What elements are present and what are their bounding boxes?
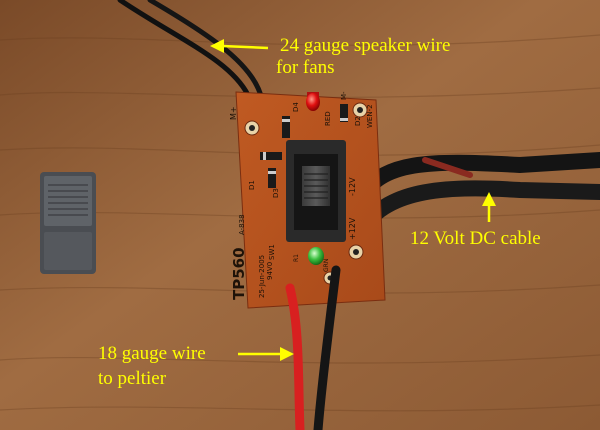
dc-cable-annotation: 12 Volt DC cable [410,228,541,249]
red-led [306,92,320,111]
speaker-wire-arrow-line [221,44,269,50]
peltier-annotation-line1: 18 gauge wire [98,343,206,364]
green-led [308,247,324,265]
peltier-annotation-line2: to peltier [98,368,167,389]
label-grn: GRN [323,259,330,272]
label-m-plus: M+ [229,106,238,120]
label-code: A-838 [238,214,246,235]
dc-cable-arrowhead [482,192,496,206]
slide-switch [286,140,346,242]
label-rating: 94V0 [266,262,274,280]
silkscreen-labels: M+ D4 RED D2 WEN-2 M- D1 D3 -12V +12V SW… [229,91,374,300]
label-d1: D1 [248,180,256,190]
label-model: TP560 [230,247,248,300]
speaker-wire-annotation-line2: for fans [276,57,335,78]
label-wen: WEN-2 [366,104,374,128]
peltier-arrowhead [280,347,294,361]
label-d3: D3 [272,188,280,198]
label-r1: R1 [293,254,300,262]
label-plus-12v: +12V [348,217,357,240]
label-d4: D4 [292,102,300,112]
speaker-wire-annotation-line1: 24 gauge speaker wire [280,35,451,56]
speaker-wire-arrowhead [210,39,224,53]
label-red: RED [324,111,332,126]
peltier-wires [285,265,341,430]
label-m-minus: M- [340,91,348,100]
diodes [260,104,348,188]
label-date: 25-Jun-2005 [258,255,266,298]
label-minus-12v: -12V [348,177,357,196]
pcb-board: M+ D4 RED D2 WEN-2 M- D1 D3 -12V +12V SW… [229,91,386,309]
label-d2: D2 [354,116,362,126]
rocker-switch-cap [40,172,96,274]
label-sw1: SW1 [268,244,276,260]
annotation-arrows [210,39,496,361]
